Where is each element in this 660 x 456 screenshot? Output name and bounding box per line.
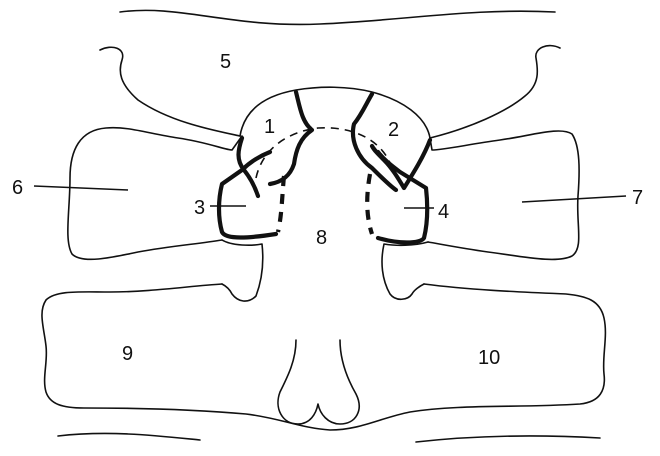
label-10: 10 [478, 347, 500, 369]
structure-6-outline [68, 128, 242, 260]
central-notch [278, 340, 359, 424]
label-9: 9 [122, 343, 133, 365]
label-3: 3 [194, 197, 205, 219]
top-contour [120, 10, 555, 24]
label-5: 5 [220, 51, 231, 73]
structure-7-outline [428, 131, 579, 259]
leader-6 [34, 186, 128, 190]
bottom-contour-right [416, 436, 600, 442]
structure-1-right-bold [270, 92, 312, 184]
label-4: 4 [438, 201, 449, 223]
bottom-contour-left [58, 433, 200, 440]
structure-2-right-bold [372, 140, 430, 188]
leader-7 [522, 196, 626, 202]
structure-3-bold [219, 152, 276, 238]
label-8: 8 [316, 227, 327, 249]
structure-8-right-edge [382, 242, 428, 299]
structure-4-dashed [367, 174, 372, 234]
structure-8-left-edge [222, 240, 263, 301]
label-6: 6 [12, 177, 23, 199]
label-1: 1 [264, 116, 275, 138]
label-2: 2 [388, 119, 399, 141]
structure-3-dashed [278, 176, 284, 232]
structure-5-outline [100, 46, 560, 138]
structure-2-left-bold [353, 94, 396, 190]
structure-4-bold [378, 152, 427, 243]
label-7: 7 [632, 187, 643, 209]
